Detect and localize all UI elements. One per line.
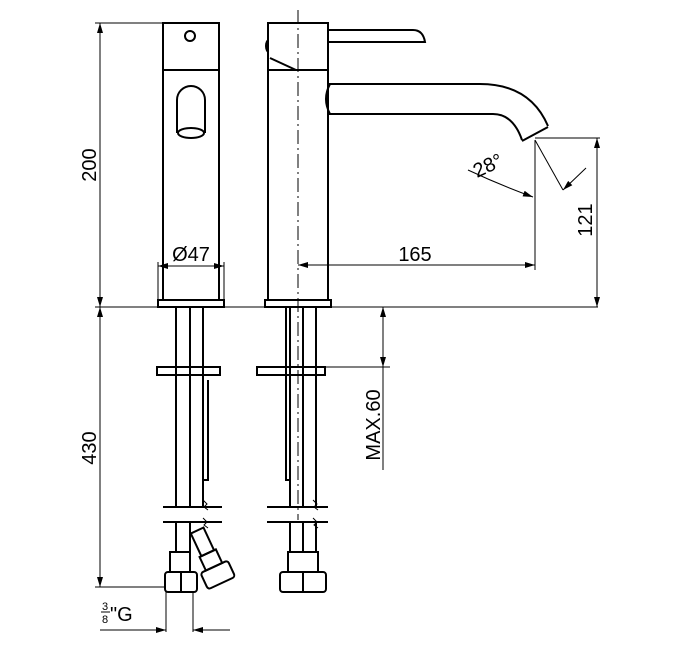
- front-hole: [184, 30, 196, 42]
- side-view: [256, 10, 549, 593]
- svg-text:3: 3: [102, 601, 108, 613]
- front-bracket: [156, 366, 221, 376]
- side-bracket: [256, 366, 326, 376]
- svg-text:"G: "G: [110, 604, 133, 626]
- dim-430: 430: [79, 431, 101, 464]
- dim-121: 121: [575, 203, 597, 236]
- spout-top: [328, 83, 549, 127]
- thread-label: 3 8 "G: [101, 601, 133, 626]
- front-rod: [202, 307, 209, 481]
- svg-text:8: 8: [102, 614, 108, 626]
- dim-200: 200: [79, 148, 101, 181]
- dim-angle: 28°: [470, 150, 507, 183]
- front-base: [157, 299, 225, 308]
- dim-diameter: Ø47: [172, 244, 210, 266]
- dim-165: 165: [398, 244, 431, 266]
- front-slot: [176, 85, 206, 133]
- front-view: [156, 22, 236, 593]
- side-handle: [328, 29, 427, 43]
- spout-bottom: [328, 113, 523, 141]
- dim-max60: MAX.60: [363, 389, 385, 460]
